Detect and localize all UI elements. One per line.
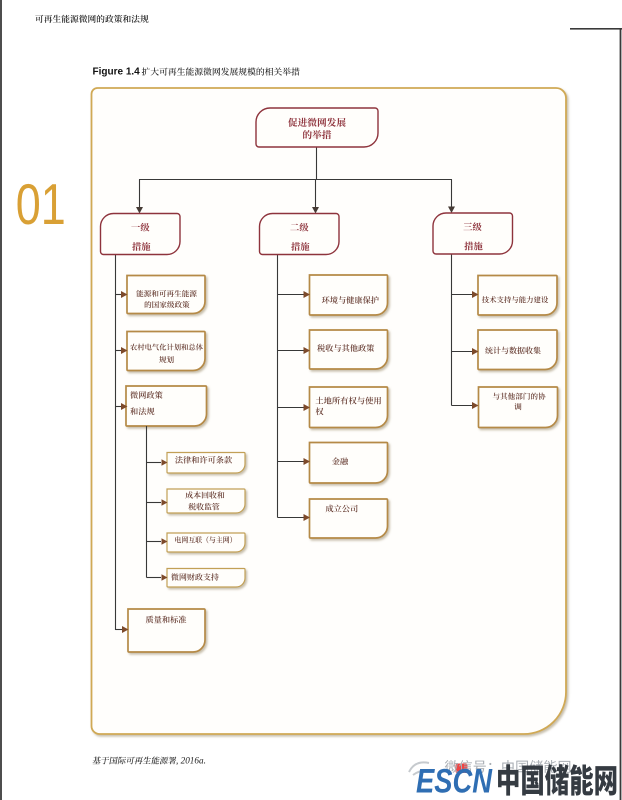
svg-text:ESCN: ESCN [416,763,493,800]
svg-text:Figure 1.4: Figure 1.4 [93,67,141,78]
svg-text:, 2016a.: , 2016a. [176,756,206,766]
svg-text:01: 01 [16,173,66,237]
